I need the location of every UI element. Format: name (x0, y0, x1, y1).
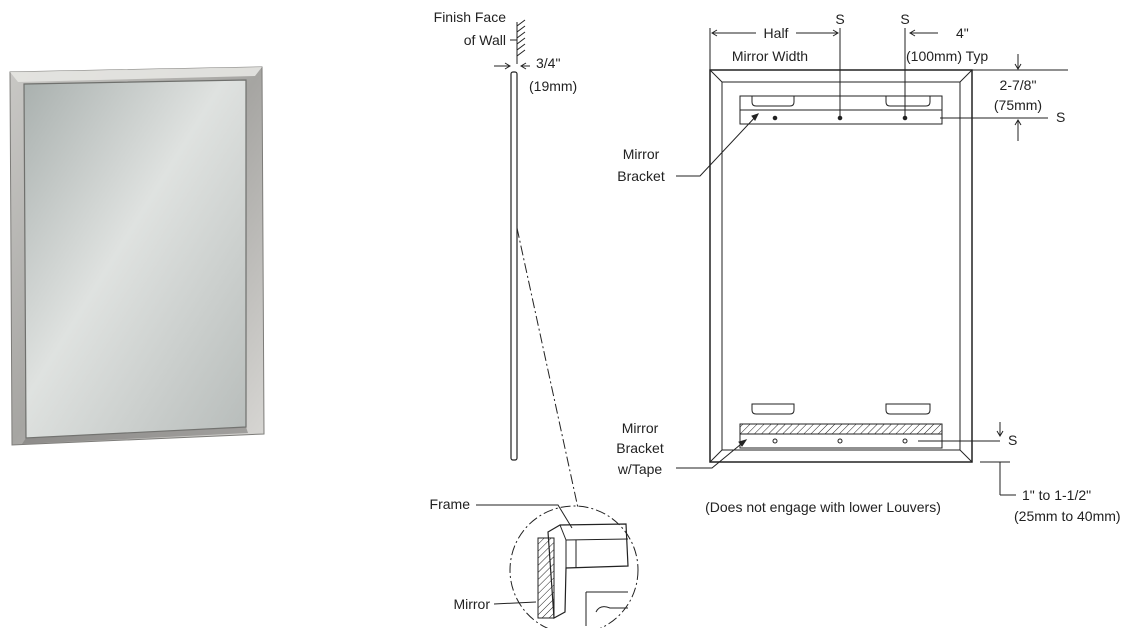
half-label: Half (764, 25, 789, 41)
frame-label: Frame (430, 496, 471, 512)
finish-face-label: Finish Face (434, 9, 507, 25)
s-label-center: S (835, 11, 844, 27)
frame-detail: Frame Mirror (430, 496, 639, 633)
offset-inch-label: 4" (956, 25, 969, 41)
of-wall-label: of Wall (464, 32, 506, 48)
mirror-photo (9, 66, 265, 446)
top-inch-label: 2-7/8" (1000, 77, 1037, 93)
depth-inch-label: 3/4" (536, 55, 560, 71)
top-mm-label: (75mm) (994, 97, 1042, 113)
s-label-bottom: S (1008, 432, 1017, 448)
offset-mm-label: (100mm) Typ (906, 48, 988, 64)
mirror-width-label: Mirror Width (732, 48, 808, 64)
bracket-label-line1: Mirror (623, 146, 660, 162)
side-view: Finish Face of Wall 3/4" (19mm) (434, 9, 579, 509)
lower-bracket-label-line2: Bracket (616, 440, 664, 456)
louvers-note: (Does not engage with lower Louvers) (705, 499, 941, 515)
depth-mm-label: (19mm) (529, 78, 577, 94)
detail-mirror-label: Mirror (453, 596, 490, 612)
s-label-offset: S (900, 11, 909, 27)
gap-mm-label: (25mm to 40mm) (1014, 508, 1121, 524)
bracket-label-line2: Bracket (617, 168, 665, 184)
s-label-top: S (1056, 109, 1065, 125)
lower-bracket-label-line3: w/Tape (617, 461, 663, 477)
gap-inch-label: 1" to 1-1/2" (1022, 487, 1091, 503)
lower-bracket-label-line1: Mirror (622, 420, 659, 436)
front-view: Half Mirror Width S S 4" (100mm) Typ 2-7… (616, 11, 1120, 524)
